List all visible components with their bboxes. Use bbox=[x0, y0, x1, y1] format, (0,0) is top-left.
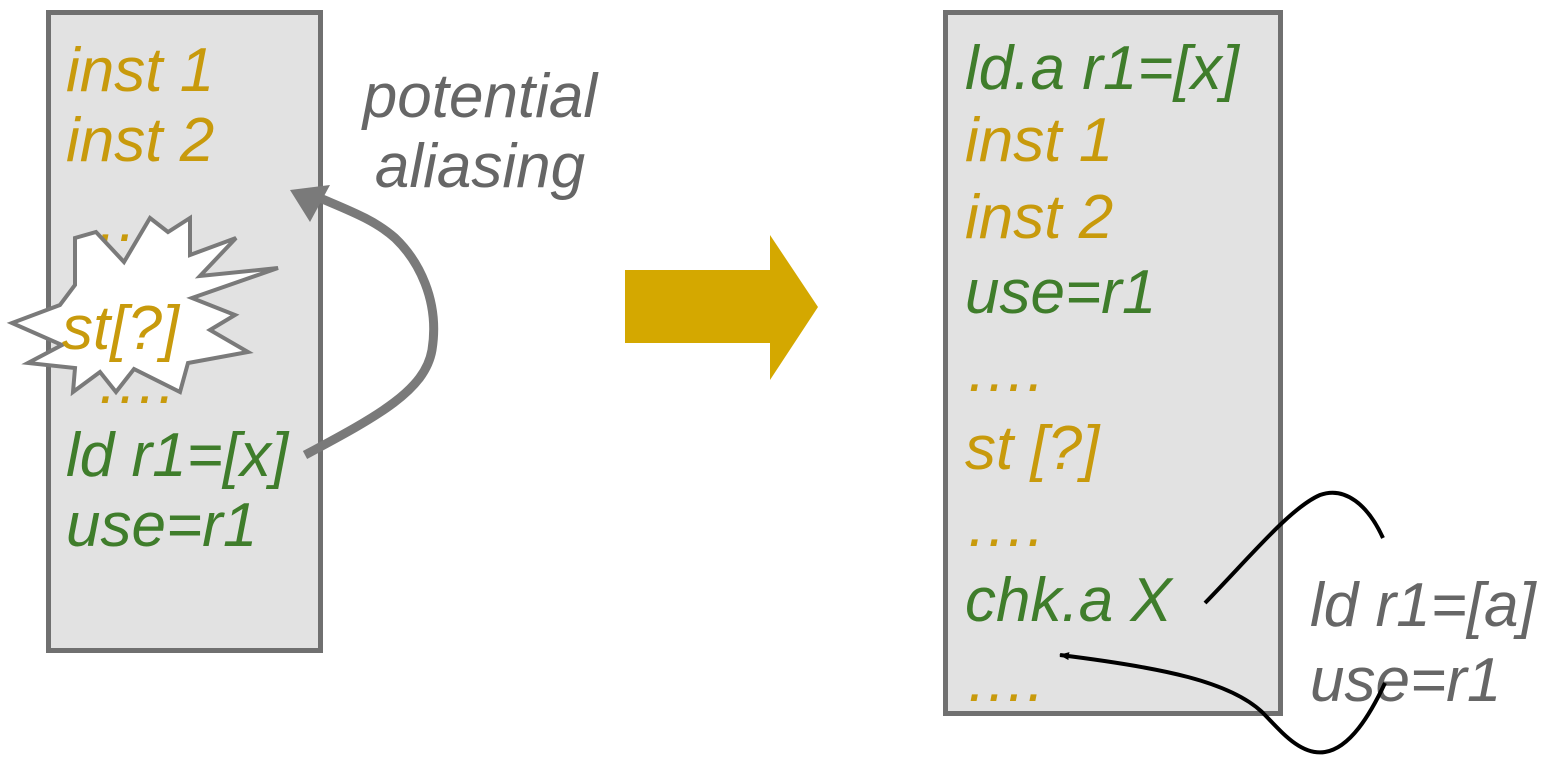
recovery-back-curve bbox=[1059, 652, 1387, 755]
right-line-use: use=r1 bbox=[965, 258, 1157, 327]
right-line-inst1: inst 1 bbox=[965, 106, 1114, 175]
right-line-inst2: inst 2 bbox=[965, 183, 1114, 252]
right-line-ellipsis-3: …. bbox=[965, 646, 1045, 715]
aliasing-curve-arrow bbox=[302, 193, 439, 459]
left-line-inst1: inst 1 bbox=[66, 36, 215, 105]
right-line-check: chk.a X bbox=[965, 566, 1172, 635]
recovery-load: ld r1=[a] bbox=[1310, 571, 1536, 640]
recovery-use: use=r1 bbox=[1310, 646, 1502, 715]
annotation-potential: potential bbox=[362, 62, 598, 131]
left-line-load: ld r1=[x] bbox=[66, 421, 289, 490]
right-line-store: st [?] bbox=[965, 414, 1100, 483]
left-line-ellipsis-2: …. bbox=[96, 348, 176, 417]
left-line-inst2: inst 2 bbox=[66, 106, 215, 175]
left-line-use: use=r1 bbox=[66, 491, 258, 560]
explosion-starburst-icon bbox=[6, 214, 279, 397]
left-line-store: st[?] bbox=[62, 294, 180, 363]
annotation-aliasing: aliasing bbox=[374, 132, 586, 201]
right-arrow-icon bbox=[625, 235, 818, 380]
recovery-out-curve bbox=[1203, 490, 1385, 605]
right-line-ellipsis-1: …. bbox=[965, 336, 1045, 405]
speculative-code-box bbox=[943, 10, 1283, 716]
aliasing-arrowhead-icon bbox=[290, 185, 330, 222]
right-line-ellipsis-2: …. bbox=[965, 491, 1045, 560]
right-line-advanced-load: ld.a r1=[x] bbox=[965, 34, 1239, 103]
